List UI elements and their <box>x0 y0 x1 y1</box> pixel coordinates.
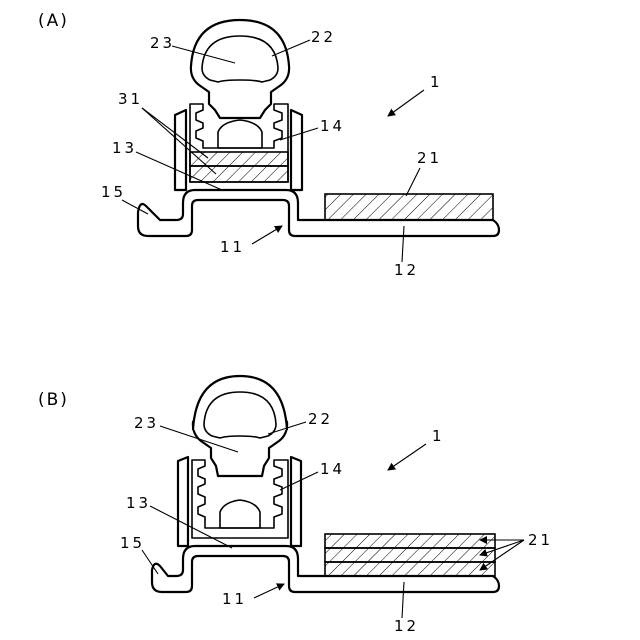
ref-15-a: 15 <box>101 183 126 201</box>
ref-11-b: 11 <box>222 590 247 608</box>
holder-right-wall-a <box>291 110 302 190</box>
ref-14-b: 14 <box>320 460 345 478</box>
leader-15-b <box>142 550 158 574</box>
ref-13-b: 13 <box>126 494 151 512</box>
ref-31-a: 31 <box>118 90 143 108</box>
ref-11-a: 11 <box>220 238 245 256</box>
plate-21-a <box>325 194 493 220</box>
leader-1-b <box>388 444 426 470</box>
ref-22-a: 22 <box>311 28 336 46</box>
seal-layer-31-lower-a <box>190 166 288 182</box>
leader-11-a <box>252 226 282 244</box>
leader-1-a <box>388 90 424 116</box>
ref-1-a: 1 <box>430 73 443 91</box>
gasket-bulb-a <box>218 120 262 148</box>
panel-b-label: (B) <box>38 390 69 410</box>
plate-21-layer2-b <box>325 548 495 562</box>
plate-21-layer1-b <box>325 534 495 548</box>
leader-11-b <box>254 584 284 598</box>
holder-left-wall-b <box>178 457 188 546</box>
ref-22-b: 22 <box>308 410 333 428</box>
ref-12-a: 12 <box>394 261 419 279</box>
plate-21-layer3-b <box>325 562 495 576</box>
ref-21-b: 21 <box>528 531 553 549</box>
ref-12-b: 12 <box>394 617 419 635</box>
holder-left-wall-a <box>175 110 186 190</box>
gasket-bulb-b <box>220 500 260 528</box>
panel-a: (A) 23 22 31 14 13 15 11 <box>38 11 499 279</box>
leader-21-a <box>406 168 420 196</box>
panel-b: (B) 23 22 14 13 15 11 1 2 <box>38 376 553 635</box>
holder-right-wall-b <box>291 457 301 546</box>
gasket-top-b <box>193 376 287 430</box>
ref-15-b: 15 <box>120 534 145 552</box>
panel-a-label: (A) <box>38 11 69 31</box>
ref-1-b: 1 <box>432 427 445 445</box>
ref-14-a: 14 <box>320 117 345 135</box>
ref-13-a: 13 <box>112 139 137 157</box>
ref-23-a: 23 <box>150 34 175 52</box>
ref-23-b: 23 <box>134 414 159 432</box>
ref-21-a: 21 <box>417 149 442 167</box>
